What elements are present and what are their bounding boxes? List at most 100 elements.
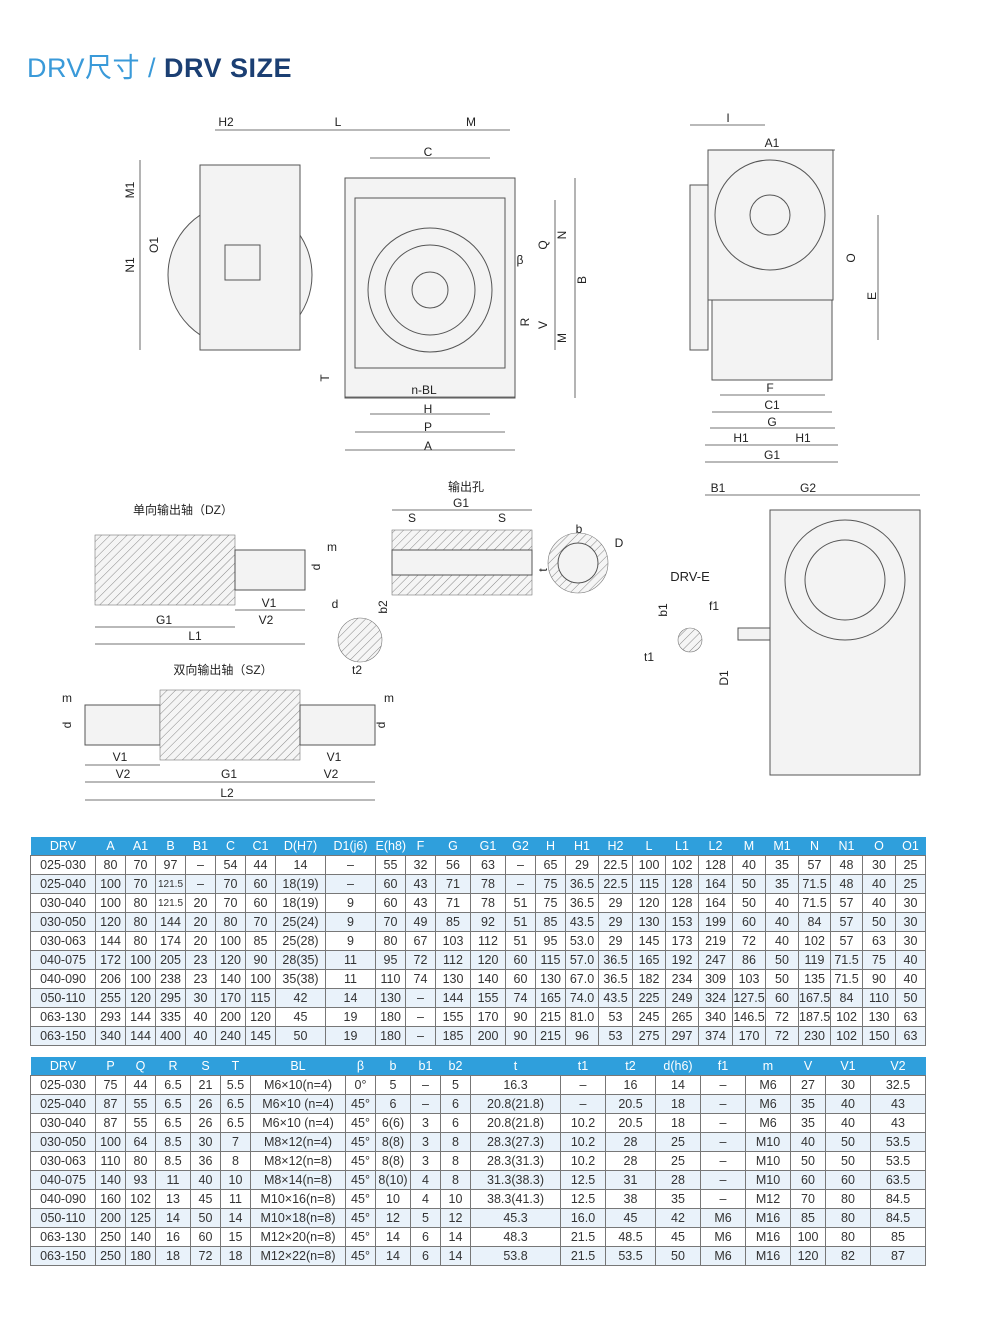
table-cell: M16	[745, 1227, 791, 1247]
table-cell: 063-130	[30, 1227, 96, 1247]
table-cell: 18	[155, 1246, 191, 1266]
table-cell: 60	[765, 988, 799, 1008]
label-a1: A1	[765, 136, 780, 150]
table-cell: 130	[375, 988, 406, 1008]
table-cell: –	[700, 1075, 746, 1095]
table-cell: 18(19)	[275, 874, 326, 894]
table-cell: 40	[765, 893, 799, 913]
column-header: L1	[665, 837, 699, 856]
table-cell: 050-110	[30, 1208, 96, 1228]
table-cell: 230	[798, 1026, 831, 1046]
table-cell: 215	[535, 1007, 566, 1027]
table-cell: 60	[505, 950, 536, 970]
table-cell: 199	[698, 912, 733, 932]
title-cn: DRV尺寸 /	[27, 53, 165, 83]
table-cell: 38.3(41.3)	[470, 1189, 561, 1209]
table-cell: 42	[655, 1208, 701, 1228]
table-cell: 9	[325, 912, 376, 932]
table-cell: 030-040	[30, 893, 96, 913]
table-cell: 6.5	[220, 1113, 251, 1133]
table-cell: 030-050	[30, 1132, 96, 1152]
table-cell: 35(38)	[275, 969, 326, 989]
table-cell: 8	[220, 1151, 251, 1171]
table-cell: 8.5	[155, 1132, 191, 1152]
table-cell: 16	[155, 1227, 191, 1247]
table-cell: 6(6)	[375, 1113, 411, 1133]
table-cell: 335	[155, 1007, 186, 1027]
drve-label-f1: f1	[709, 599, 719, 613]
table-cell: 14	[325, 988, 376, 1008]
table-cell: 57	[830, 931, 863, 951]
table-cell: M12	[745, 1189, 791, 1209]
column-header: DRV	[30, 837, 96, 856]
label-t: T	[318, 374, 332, 382]
column-header: G2	[505, 837, 536, 856]
table-cell: 340	[698, 1007, 733, 1027]
table-cell: –	[560, 1075, 606, 1095]
table-cell: –	[325, 855, 376, 875]
table-cell: 128	[665, 893, 699, 913]
column-header: D1(j6)	[325, 837, 376, 856]
table-cell: 144	[125, 1026, 156, 1046]
table-cell: 60	[375, 874, 406, 894]
table-cell: 025-040	[30, 874, 96, 894]
table-cell: 30	[895, 931, 926, 951]
table-cell: 170	[732, 1026, 766, 1046]
table-cell: 51	[505, 893, 536, 913]
label-m: M	[466, 115, 476, 129]
table-cell: 245	[632, 1007, 666, 1027]
table-cell: 040-075	[30, 950, 96, 970]
table-cell: 20.5	[605, 1113, 656, 1133]
table-cell: 11	[325, 950, 376, 970]
table-cell: 10	[440, 1189, 471, 1209]
table-cell: 030-040	[30, 1113, 96, 1133]
hole-label-t: t	[536, 568, 550, 572]
table-cell: M10	[745, 1132, 791, 1152]
sz-label-d-right: d	[374, 722, 388, 729]
column-header: t1	[560, 1057, 606, 1076]
table-cell: 293	[95, 1007, 126, 1027]
table-cell: 60	[245, 874, 276, 894]
table-cell: 8(8)	[375, 1151, 411, 1171]
table-cell: 6.5	[220, 1094, 251, 1114]
table-cell: 25	[655, 1132, 701, 1152]
table-cell: 80	[825, 1227, 871, 1247]
table-cell: 60	[505, 969, 536, 989]
hole-label-s-left: S	[408, 511, 416, 525]
table-cell: 56	[435, 855, 471, 875]
table-cell: 57	[830, 893, 863, 913]
column-header: V	[790, 1057, 826, 1076]
table-cell: 75	[535, 874, 566, 894]
table-cell: 50	[732, 874, 766, 894]
table-cell: 71	[435, 893, 471, 913]
column-header: N1	[830, 837, 863, 856]
table-cell: 115	[632, 874, 666, 894]
label-h1-left: H1	[733, 431, 749, 445]
table-cell: 050-110	[30, 988, 96, 1008]
table-cell: 30	[862, 855, 896, 875]
table-cell: 27	[790, 1075, 826, 1095]
table-cell: 110	[862, 988, 896, 1008]
table-cell: 25	[655, 1151, 701, 1171]
table-cell: 36.5	[565, 893, 599, 913]
table-cell: 12.5	[560, 1170, 606, 1190]
table-cell: –	[405, 988, 436, 1008]
table-cell: 174	[155, 931, 186, 951]
table-cell: 50	[732, 893, 766, 913]
column-header: d(h6)	[655, 1057, 701, 1076]
column-header: P	[95, 1057, 126, 1076]
table-cell: 25(28)	[275, 931, 326, 951]
table-cell: 74.0	[565, 988, 599, 1008]
table-cell: 3	[410, 1151, 441, 1171]
hole-label-d-upper: D	[615, 536, 624, 550]
table-cell: 160	[95, 1189, 126, 1209]
table-cell: 80	[375, 931, 406, 951]
table-cell: 43	[870, 1094, 926, 1114]
table-cell: 100	[95, 874, 126, 894]
dimension-drawings: H2 L M C M1 O1 N1 β Q N B R V M T n-BL H…	[60, 111, 921, 801]
